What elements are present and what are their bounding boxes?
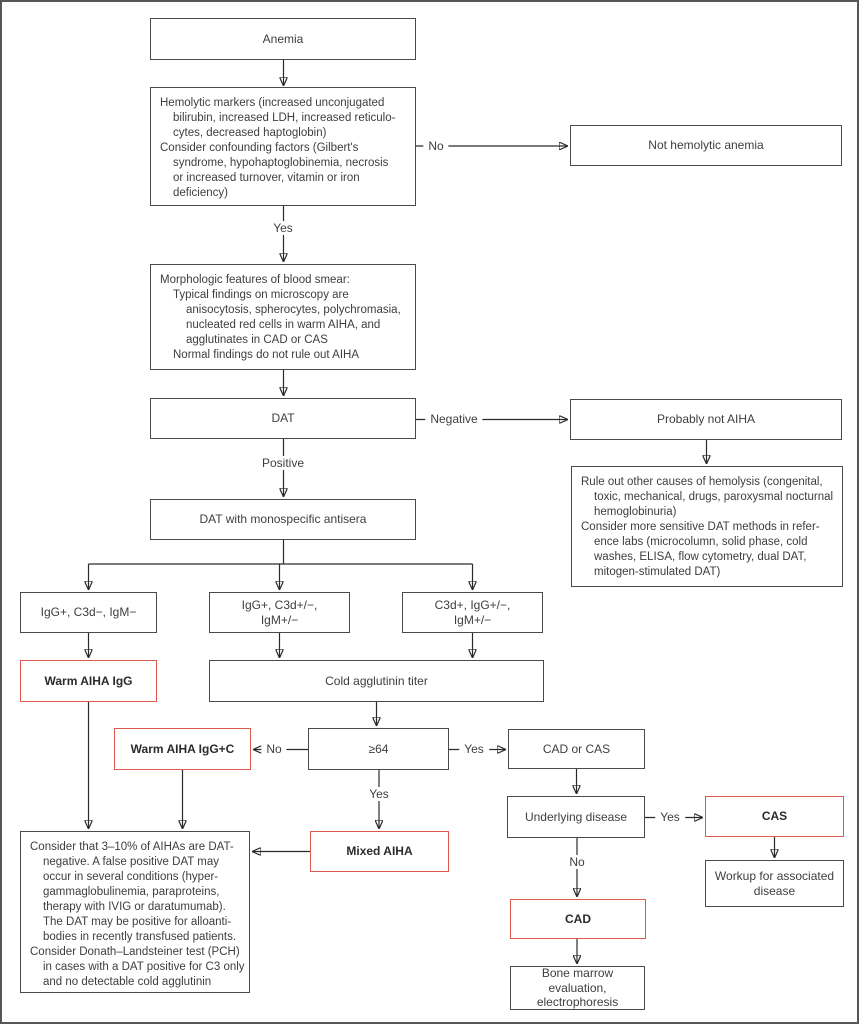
node-cad: CAD bbox=[510, 899, 646, 939]
edge-label-no-underlying: No bbox=[564, 855, 590, 869]
node-igg-pos-c3d-pm-igm-pm: IgG+, C3d+/−, IgM+/− bbox=[209, 592, 350, 633]
node-anemia: Anemia bbox=[150, 18, 416, 60]
node-dat-monospecific-antisera: DAT with monospecific antisera bbox=[150, 499, 416, 540]
edge-label-yes-hemolytic: Yes bbox=[268, 221, 298, 235]
node-underlying-disease: Underlying disease bbox=[507, 796, 645, 838]
node-bone-marrow-evaluation: Bone marrow evaluation, electrophoresis bbox=[510, 966, 645, 1010]
node-warm-aiha-igg-c: Warm AIHA IgG+C bbox=[114, 728, 251, 770]
node-not-hemolytic-anemia: Not hemolytic anemia bbox=[570, 125, 842, 166]
node-hemolytic-markers: Hemolytic markers (increased unconjugate… bbox=[150, 87, 416, 206]
node-morphologic-features: Morphologic features of blood smear:Typi… bbox=[150, 264, 416, 370]
edge-label-negative-dat: Negative bbox=[425, 412, 483, 426]
node-dat-negative-note: Consider that 3–10% of AIHAs are DAT-neg… bbox=[20, 831, 250, 993]
node-workup-associated-disease: Workup for associated disease bbox=[705, 860, 844, 907]
node-cas: CAS bbox=[705, 796, 844, 837]
node-probably-not-aiha: Probably not AIHA bbox=[570, 399, 842, 440]
edge-label-yes-mixed: Yes bbox=[364, 787, 394, 801]
edge-label-yes-underlying: Yes bbox=[655, 810, 685, 824]
node-rule-out-other-causes: Rule out other causes of hemolysis (cong… bbox=[571, 466, 843, 587]
edge-label-yes-titer: Yes bbox=[459, 742, 489, 756]
node-mixed-aiha: Mixed AIHA bbox=[310, 831, 449, 872]
edge-label-no-titer: No bbox=[261, 742, 287, 756]
node-igg-pos-c3d-neg-igm-neg: IgG+, C3d−, IgM− bbox=[20, 592, 157, 633]
node-c3d-pos-igg-pm-igm-pm: C3d+, IgG+/−, IgM+/− bbox=[402, 592, 543, 633]
node-cold-agglutinin-titer: Cold agglutinin titer bbox=[209, 660, 544, 702]
node-cad-or-cas: CAD or CAS bbox=[508, 729, 645, 769]
node-ge64: ≥64 bbox=[308, 728, 449, 770]
edge-label-no-hemolytic: No bbox=[423, 139, 449, 153]
node-warm-aiha-igg: Warm AIHA IgG bbox=[20, 660, 157, 702]
edge-label-positive-dat: Positive bbox=[256, 456, 310, 470]
node-dat: DAT bbox=[150, 398, 416, 439]
